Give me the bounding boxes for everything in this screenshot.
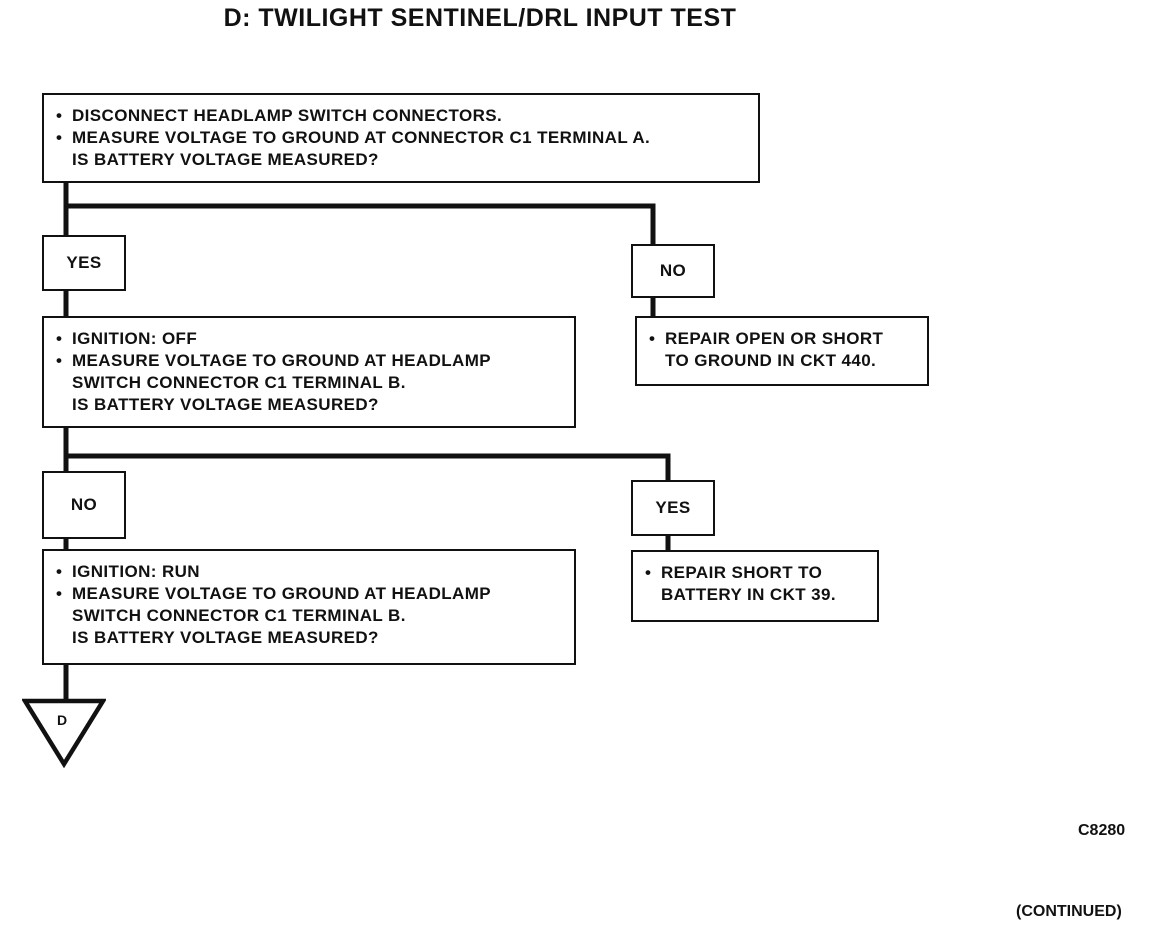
box-text-line: MEASURE VOLTAGE TO GROUND AT HEADLAMP [56,350,566,372]
box-text-line: MEASURE VOLTAGE TO GROUND AT HEADLAMP [56,583,566,605]
box-text-line: BATTERY IN CKT 39. [661,585,837,604]
branch-label-no: NO [42,471,126,539]
branch-label-text: YES [655,498,691,517]
box-text-line: TO GROUND IN CKT 440. [665,351,877,370]
branch-label-yes: YES [42,235,126,291]
box-text-line: IS BATTERY VOLTAGE MEASURED? [72,395,379,414]
branch-label-text: NO [659,261,687,280]
branch-label-no: NO [631,244,715,298]
box-text-line: REPAIR OPEN OR SHORT [649,328,919,350]
box-text-line: IGNITION: RUN [56,561,566,583]
box-text-line: SWITCH CONNECTOR C1 TERMINAL B. [72,373,406,392]
figure-code: C8280 [1078,822,1126,839]
off-page-connector-label: D [56,712,68,728]
box-text-line: IS BATTERY VOLTAGE MEASURED? [72,628,379,647]
step-box-1: DISCONNECT HEADLAMP SWITCH CONNECTORS.ME… [42,93,760,183]
continued-note: (CONTINUED) [1016,903,1122,920]
branch-label-text: NO [70,495,98,514]
box-text-line: DISCONNECT HEADLAMP SWITCH CONNECTORS. [56,105,750,127]
step-box-2: IGNITION: OFFMEASURE VOLTAGE TO GROUND A… [42,316,576,428]
connector-line [63,453,671,483]
box-text-line: SWITCH CONNECTOR C1 TERMINAL B. [72,606,406,625]
box-text-line: REPAIR SHORT TO [645,562,869,584]
box-text-line: IGNITION: OFF [56,328,566,350]
branch-label-text: YES [66,253,102,272]
branch-label-yes: YES [631,480,715,536]
off-page-connector-triangle [22,698,106,768]
box-text-line: IS BATTERY VOLTAGE MEASURED? [72,150,379,169]
connector-line [63,203,656,247]
diagram-title: D: TWILIGHT SENTINEL/DRL INPUT TEST [223,4,737,32]
step-box-3: IGNITION: RUNMEASURE VOLTAGE TO GROUND A… [42,549,576,665]
box-text-line: MEASURE VOLTAGE TO GROUND AT CONNECTOR C… [56,127,750,149]
